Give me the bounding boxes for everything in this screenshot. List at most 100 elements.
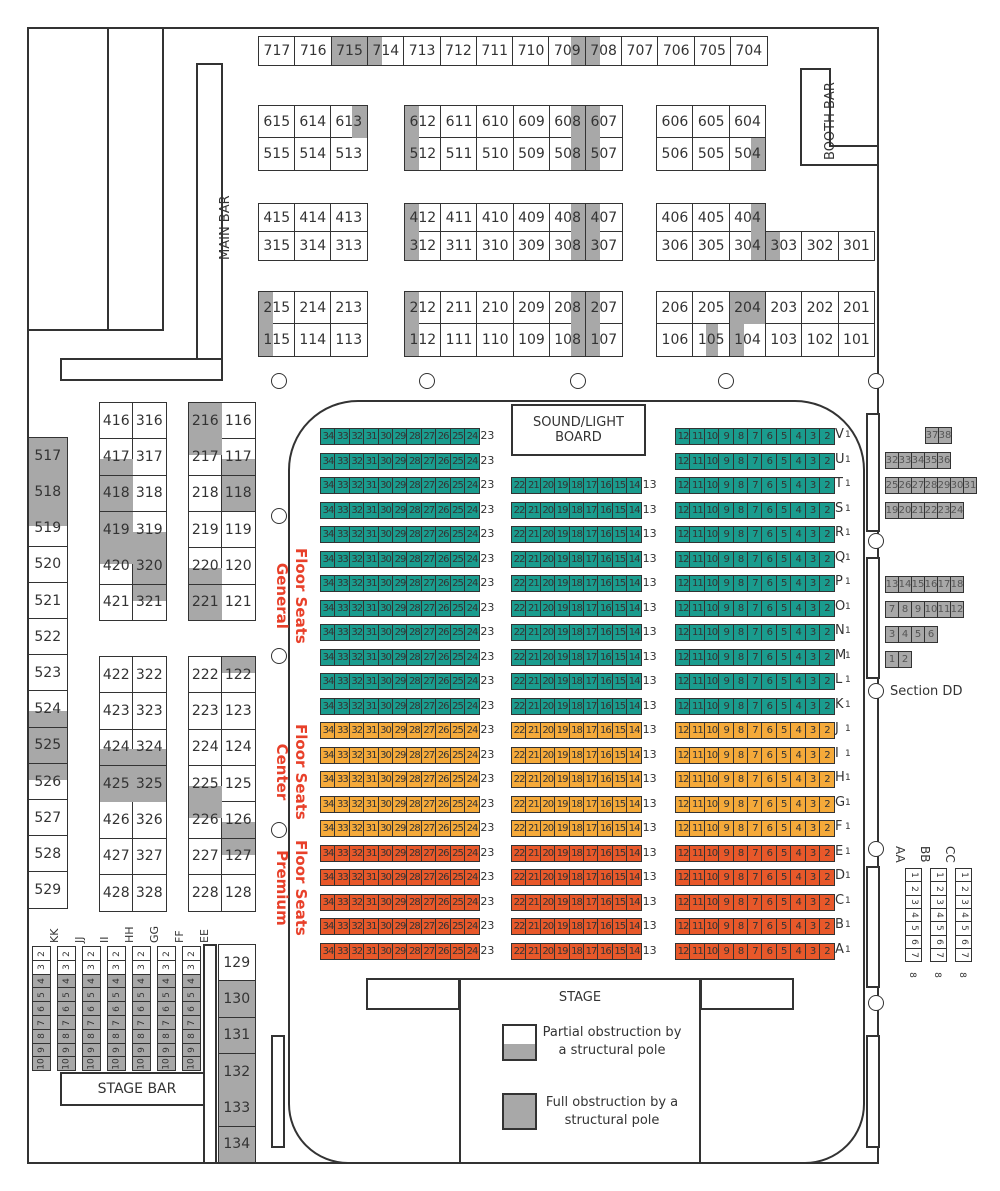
seat-523[interactable]: 523 <box>28 654 68 692</box>
floor-seat-F17[interactable]: 17 <box>583 820 599 837</box>
seat-422[interactable]: 422 <box>99 656 134 694</box>
seat-EE3[interactable]: 3 <box>182 959 201 975</box>
floor-seat-L19[interactable]: 19 <box>554 673 571 690</box>
floor-seat-A24[interactable]: 24 <box>464 942 480 960</box>
floor-seat-T16[interactable]: 16 <box>597 477 614 494</box>
floor-seat-M33[interactable]: 33 <box>334 648 351 666</box>
seat-215[interactable]: 215 <box>258 291 296 325</box>
floor-seat-J9[interactable]: 9 <box>718 722 735 739</box>
floor-seat-R11[interactable]: 11 <box>689 526 706 543</box>
dd-seat-4[interactable]: 4 <box>898 626 912 643</box>
floor-seat-Q16[interactable]: 16 <box>597 550 614 568</box>
floor-seat-K34[interactable]: 34 <box>320 697 336 715</box>
floor-seat-I34[interactable]: 34 <box>320 746 336 764</box>
floor-seat-K1[interactable]: 1 <box>845 699 851 710</box>
floor-seat-A15[interactable]: 15 <box>611 942 628 960</box>
floor-seat-N4[interactable]: 4 <box>790 624 807 641</box>
dd-seat-14[interactable]: 14 <box>898 576 912 593</box>
floor-seat-U1[interactable]: 1 <box>845 454 851 465</box>
seat-226[interactable]: 226 <box>188 801 223 839</box>
floor-seat-R27[interactable]: 27 <box>420 526 437 543</box>
seat-307[interactable]: 307 <box>585 231 623 261</box>
seat-519[interactable]: 519 <box>28 509 68 548</box>
floor-seat-Q3[interactable]: 3 <box>804 550 821 568</box>
seat-GG2[interactable]: 2 <box>132 946 151 961</box>
seat-II10[interactable]: 10 <box>82 1056 101 1072</box>
floor-seat-I8[interactable]: 8 <box>732 746 749 764</box>
seat-211[interactable]: 211 <box>440 291 478 325</box>
seat-511[interactable]: 511 <box>440 137 478 171</box>
floor-seat-S24[interactable]: 24 <box>464 501 480 519</box>
seat-EE6[interactable]: 6 <box>182 1001 201 1017</box>
seat-217[interactable]: 217 <box>188 438 223 477</box>
floor-seat-J1[interactable]: 1 <box>845 724 851 734</box>
seat-KK3[interactable]: 3 <box>32 959 51 975</box>
floor-seat-B22[interactable]: 22 <box>511 918 527 935</box>
seat-528[interactable]: 528 <box>28 835 68 873</box>
seat-525[interactable]: 525 <box>28 726 68 765</box>
floor-seat-J32[interactable]: 32 <box>348 722 365 739</box>
seat-102[interactable]: 102 <box>801 323 839 357</box>
seat-207[interactable]: 207 <box>585 291 623 325</box>
floor-seat-O24[interactable]: 24 <box>464 599 480 617</box>
floor-seat-V1[interactable]: 1 <box>845 430 851 440</box>
floor-seat-U27[interactable]: 27 <box>420 452 437 470</box>
seat-426[interactable]: 426 <box>99 801 134 839</box>
floor-seat-P14[interactable]: 14 <box>626 575 643 592</box>
floor-seat-L24[interactable]: 24 <box>464 673 480 690</box>
seat-131[interactable]: 131 <box>218 1016 256 1055</box>
floor-seat-G1[interactable]: 1 <box>845 797 851 808</box>
floor-seat-S9[interactable]: 9 <box>718 501 735 519</box>
seat-126[interactable]: 126 <box>221 801 256 839</box>
seat-JJ9[interactable]: 9 <box>57 1042 76 1058</box>
seat-608[interactable]: 608 <box>548 105 587 139</box>
seat-125[interactable]: 125 <box>221 764 256 803</box>
seat-129[interactable]: 129 <box>218 944 256 982</box>
seat-209[interactable]: 209 <box>512 291 551 325</box>
seat-425[interactable]: 425 <box>99 764 134 803</box>
seat-HH5[interactable]: 5 <box>107 987 126 1003</box>
floor-seat-C1[interactable]: 1 <box>845 895 851 906</box>
floor-seat-C14[interactable]: 14 <box>626 893 643 911</box>
seat-JJ8[interactable]: 8 <box>57 1028 76 1044</box>
seat-KK4[interactable]: 4 <box>32 973 51 989</box>
seat-108[interactable]: 108 <box>548 323 587 357</box>
seat-II3[interactable]: 3 <box>82 959 101 975</box>
dd-seat-9[interactable]: 9 <box>911 601 925 618</box>
seat-GG7[interactable]: 7 <box>132 1015 151 1030</box>
seat-216[interactable]: 216 <box>188 402 223 440</box>
seat-711[interactable]: 711 <box>475 36 514 66</box>
seat-124[interactable]: 124 <box>221 728 256 767</box>
floor-seat-G32[interactable]: 32 <box>348 795 365 813</box>
seat-FF3[interactable]: 3 <box>157 959 176 975</box>
floor-seat-J2[interactable]: 2 <box>819 722 835 739</box>
seat-EE7[interactable]: 7 <box>182 1015 201 1030</box>
floor-seat-S5[interactable]: 5 <box>775 501 792 519</box>
floor-seat-B18[interactable]: 18 <box>568 918 585 935</box>
seat-AA8[interactable]: 8 <box>906 972 917 978</box>
seat-132[interactable]: 132 <box>218 1052 256 1091</box>
floor-seat-L14[interactable]: 14 <box>626 673 643 690</box>
seat-HH2[interactable]: 2 <box>107 946 126 961</box>
seat-520[interactable]: 520 <box>28 545 68 584</box>
floor-seat-R21[interactable]: 21 <box>525 526 542 543</box>
seat-609[interactable]: 609 <box>512 105 551 139</box>
floor-seat-V24[interactable]: 24 <box>464 428 480 445</box>
seat-EE9[interactable]: 9 <box>182 1042 201 1058</box>
seat-II6[interactable]: 6 <box>82 1001 101 1017</box>
floor-seat-R10[interactable]: 10 <box>703 526 720 543</box>
seat-112[interactable]: 112 <box>404 323 442 357</box>
floor-seat-A14[interactable]: 14 <box>626 942 643 960</box>
seat-HH7[interactable]: 7 <box>107 1015 126 1030</box>
floor-seat-G15[interactable]: 15 <box>611 795 628 813</box>
floor-seat-N2[interactable]: 2 <box>819 624 835 641</box>
seat-508[interactable]: 508 <box>548 137 587 171</box>
seat-204[interactable]: 204 <box>728 291 767 325</box>
seat-713[interactable]: 713 <box>403 36 441 66</box>
seat-611[interactable]: 611 <box>440 105 478 139</box>
floor-seat-A19[interactable]: 19 <box>554 942 571 960</box>
floor-seat-K28[interactable]: 28 <box>406 697 423 715</box>
seat-305[interactable]: 305 <box>692 231 731 261</box>
floor-seat-P7[interactable]: 7 <box>747 575 763 592</box>
floor-seat-L1[interactable]: 1 <box>845 675 851 685</box>
